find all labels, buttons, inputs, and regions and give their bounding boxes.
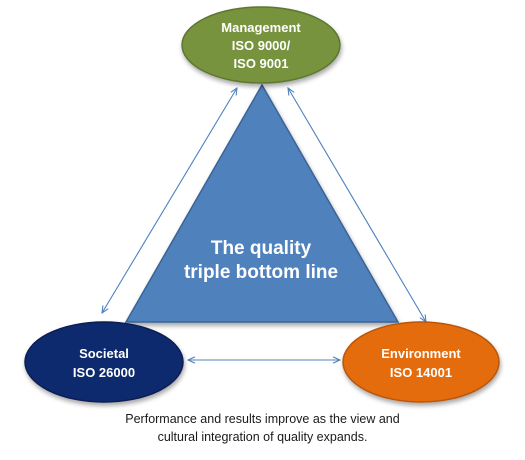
environment-iso: ISO 14001	[390, 365, 452, 380]
arrow-management-environment	[288, 88, 426, 322]
center-label-line2: triple bottom line	[184, 262, 338, 283]
management-iso-line1: ISO 9000/	[232, 38, 291, 53]
societal-node: Societal ISO 26000	[24, 321, 184, 403]
diagram-caption: Performance and results improve as the v…	[0, 410, 525, 446]
caption-line1: Performance and results improve as the v…	[125, 412, 400, 426]
management-iso-line2: ISO 9001	[234, 56, 289, 71]
societal-label: Societal	[79, 346, 129, 361]
management-label: Management	[221, 20, 301, 35]
center-label-line1: The quality	[211, 238, 312, 259]
arrow-management-societal	[102, 88, 237, 313]
caption-line2: cultural integration of quality expands.	[157, 430, 368, 444]
environment-label: Environment	[381, 346, 461, 361]
management-node: Management ISO 9000/ ISO 9001	[181, 6, 341, 84]
center-triangle	[124, 83, 400, 323]
societal-iso: ISO 26000	[73, 365, 135, 380]
environment-node: Environment ISO 14001	[342, 321, 500, 403]
